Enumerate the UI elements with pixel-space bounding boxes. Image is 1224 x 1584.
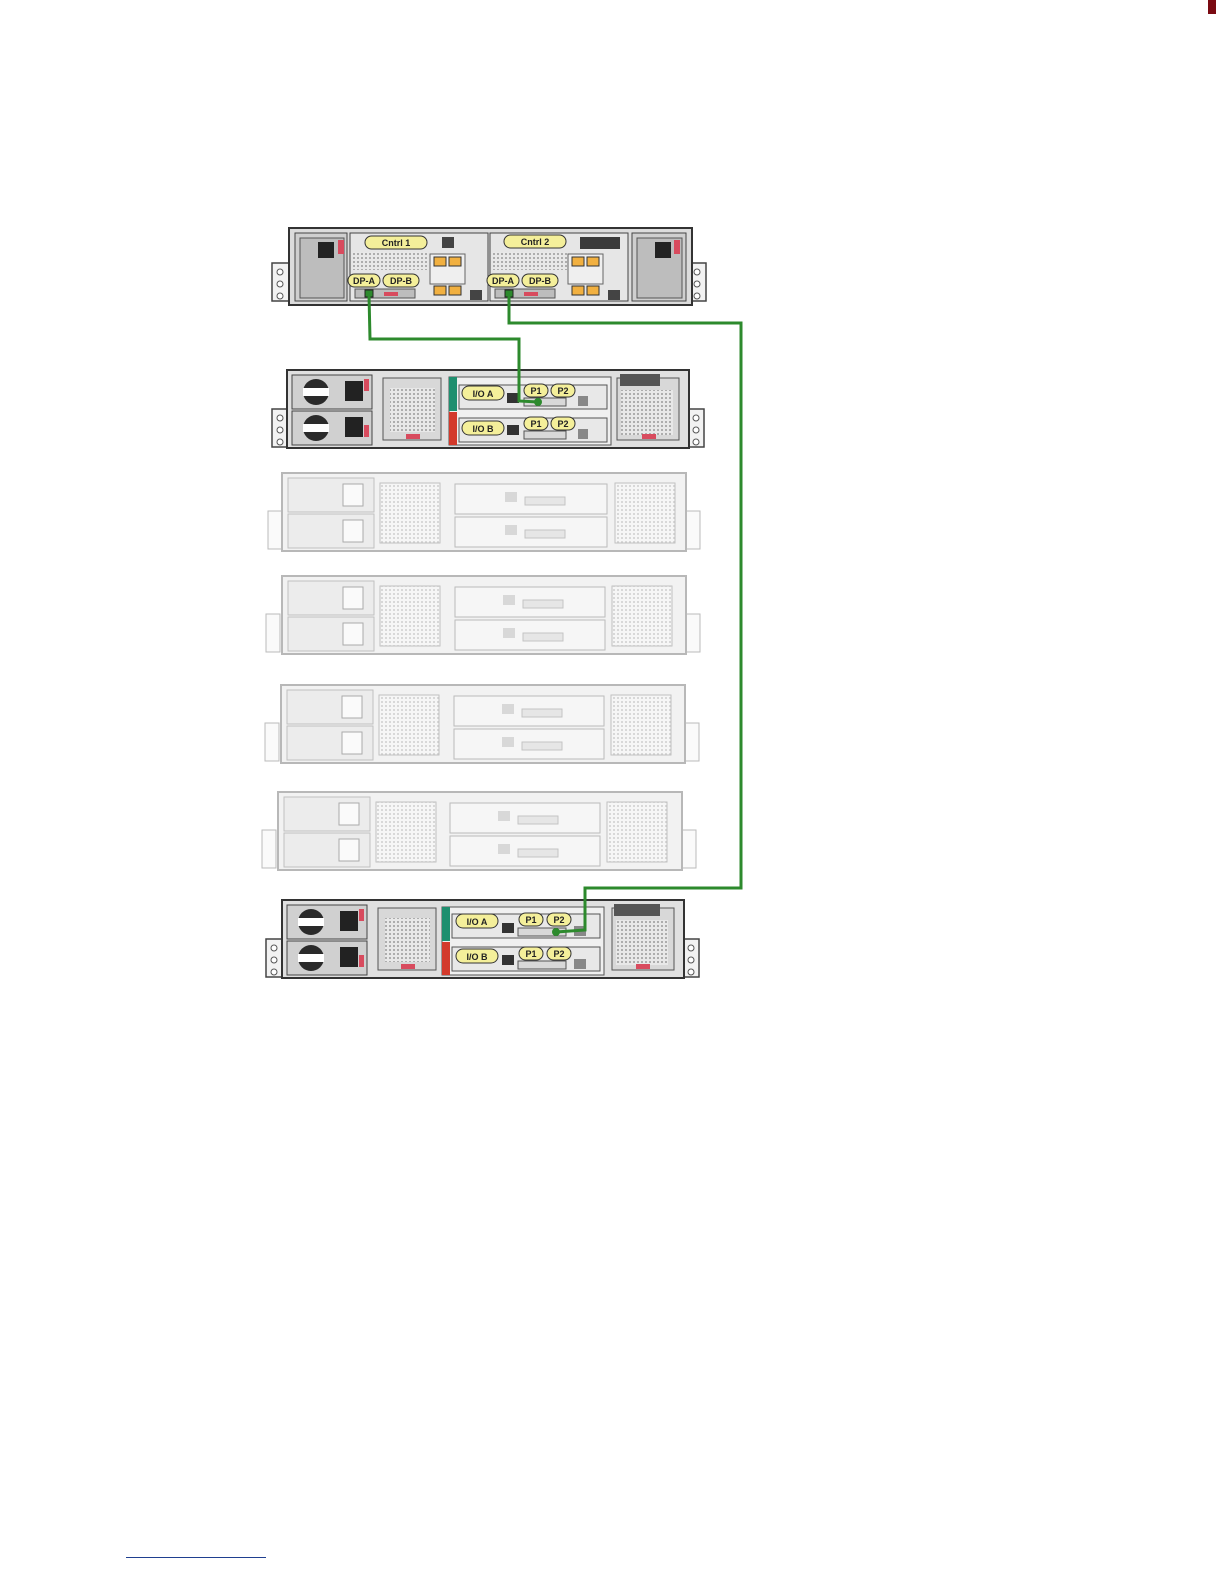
disk-enclosure-5 [262, 792, 696, 870]
power-inlet-icon [655, 242, 671, 258]
power-supply-right [632, 233, 686, 301]
io-b-label: I/O B [472, 424, 494, 434]
cntrl-1-dp-b-label: DP-B [390, 276, 412, 286]
disk-enclosure-4 [265, 685, 699, 763]
io-a-p2-label: P2 [557, 386, 568, 396]
psu-handle-icon [338, 240, 344, 254]
power-inlet-icon [340, 947, 358, 967]
cntrl-2-label: Cntrl 2 [521, 237, 550, 247]
io-a-p2-label: P2 [553, 915, 564, 925]
cntrl-1-dp-a-label: DP-A [353, 276, 375, 286]
io-b-p1-label: P1 [530, 419, 541, 429]
io-a-tab [449, 377, 457, 411]
io-b-tab [442, 942, 450, 975]
disk-enclosure-1: I/O A I/O B P1 P2 P1 P2 [272, 370, 704, 448]
cntrl-2-dp-b-label: DP-B [529, 276, 551, 286]
disk-enclosure-2 [268, 473, 700, 551]
io-a-tab [442, 907, 450, 941]
footnote-separator [126, 1557, 266, 1558]
disk-enclosure-3 [266, 576, 700, 654]
io-a-p1-label: P1 [530, 386, 541, 396]
power-inlet-icon [318, 242, 334, 258]
controller-enclosure: Cntrl 1 Cntrl 2 DP-A DP-B DP-A DP-B [272, 228, 706, 305]
power-inlet-icon [340, 911, 358, 931]
disk-enclosure-6: I/O A I/O B P1 P2 P1 P2 [266, 900, 699, 978]
io-a-p1-label: P1 [525, 915, 536, 925]
io-b-p2-label: P2 [557, 419, 568, 429]
io-a-label: I/O A [467, 917, 488, 927]
io-b-tab [449, 412, 457, 445]
io-b-label: I/O B [466, 952, 488, 962]
power-inlet-icon [345, 381, 363, 401]
cntrl-2-dp-a-label: DP-A [492, 276, 514, 286]
io-a-label: I/O A [473, 389, 494, 399]
power-supply-left [295, 233, 347, 301]
power-inlet-icon [345, 417, 363, 437]
psu-handle-icon [674, 240, 680, 254]
io-b-p1-label: P1 [525, 949, 536, 959]
cntrl-1-label: Cntrl 1 [382, 238, 411, 248]
io-b-p2-label: P2 [553, 949, 564, 959]
